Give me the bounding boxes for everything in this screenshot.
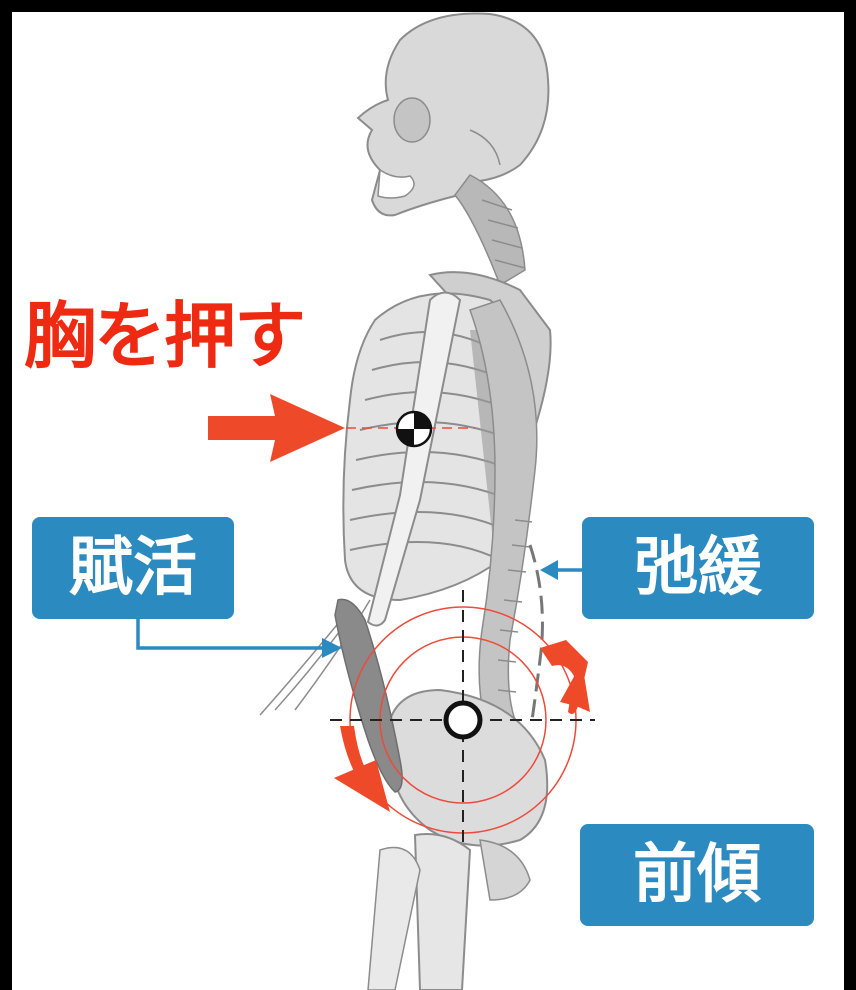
center-of-mass-icon: [397, 412, 431, 446]
relaxation-connector: [540, 560, 582, 580]
activation-connector: [138, 619, 342, 658]
push-chest-label: 胸を押す: [24, 300, 304, 372]
relaxation-tag: 弛緩: [582, 517, 814, 619]
legs: [368, 834, 530, 990]
pivot-circle-icon: [446, 703, 480, 737]
rotation-arrow-back: [540, 640, 590, 714]
activation-tag: 賦活: [32, 517, 234, 619]
anterior-tilt-tag: 前傾: [580, 824, 814, 926]
skull: [358, 14, 548, 216]
arrow-right-icon: [208, 394, 345, 462]
relaxed-muscle-line: [530, 545, 542, 720]
cervical-spine: [455, 175, 525, 285]
